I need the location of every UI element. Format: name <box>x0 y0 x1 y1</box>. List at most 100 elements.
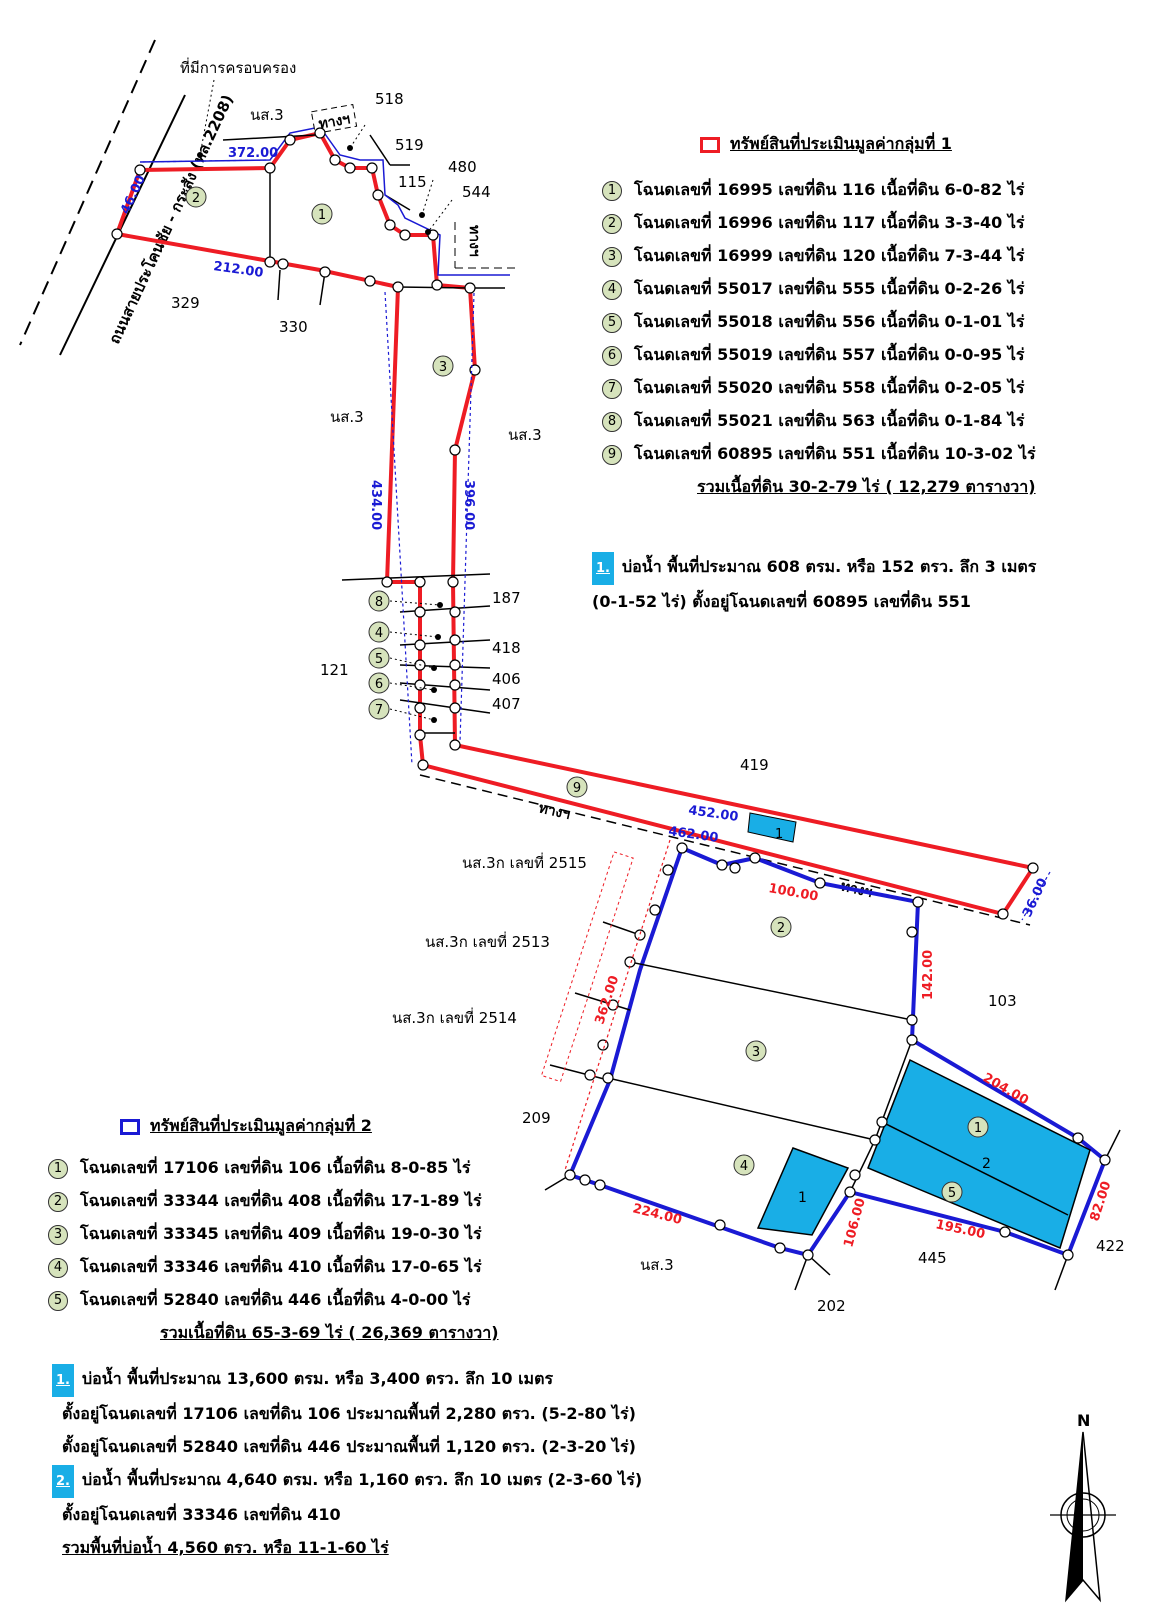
north-arrow-icon: N <box>1050 1411 1116 1603</box>
parcel-209: 209 <box>522 1109 551 1127</box>
svg-text:2: 2 <box>192 191 200 206</box>
parcel-187: 187 <box>492 589 521 607</box>
svg-text:3: 3 <box>439 360 447 375</box>
group2-boundary <box>567 845 1108 1258</box>
pond-number-badge: 1. <box>592 552 614 585</box>
dim-396: 396.00 <box>461 480 476 530</box>
legend-group1: ทรัพย์สินที่ประเมินมูลค่ากลุ่มที่ 1 <box>700 132 1120 157</box>
dim-434: 434.00 <box>368 480 383 530</box>
item-text: โฉนดเลขที่ 33344 เลขที่ดิน 408 เนื้อที่ด… <box>80 1191 482 1210</box>
item-text: โฉนดเลขที่ 16996 เลขที่ดิน 117 เนื้อที่ด… <box>634 213 1025 232</box>
svg-text:2: 2 <box>777 921 785 936</box>
svg-text:5: 5 <box>375 652 383 667</box>
road-edge-dashed <box>19 39 156 346</box>
list-item: 1 โฉนดเลขที่ 17106 เลขที่ดิน 106 เนื้อที่… <box>48 1152 568 1185</box>
item-text: โฉนดเลขที่ 55017 เลขที่ดิน 555 เนื้อที่ด… <box>634 279 1025 298</box>
item-text: โฉนดเลขที่ 55021 เลขที่ดิน 563 เนื้อที่ด… <box>634 411 1025 430</box>
parcel-519: 519 <box>395 136 424 154</box>
pond-line: ตั้งอยู่โฉนดเลขที่ 17106 เลขที่ดิน 106 ป… <box>62 1404 636 1423</box>
item-text: โฉนดเลขที่ 60895 เลขที่ดิน 551 เนื้อที่ด… <box>634 444 1036 463</box>
list-item: 4 โฉนดเลขที่ 55017 เลขที่ดิน 555 เนื้อที่… <box>602 273 1082 306</box>
svg-text:7: 7 <box>375 703 383 718</box>
list-item: 8 โฉนดเลขที่ 55021 เลขที่ดิน 563 เนื้อที่… <box>602 405 1082 438</box>
label-ns3k-2514: นส.3ก เลขที่ 2514 <box>392 1007 517 1027</box>
svg-text:4: 4 <box>375 626 383 641</box>
pond-line: ตั้งอยู่โฉนดเลขที่ 33346 เลขที่ดิน 410 <box>62 1505 341 1524</box>
dim-142: 142.00 <box>921 950 936 1000</box>
group2-total: รวมเนื้อที่ดิน 65-3-69 ไร่ ( 26,369 ตารา… <box>160 1323 499 1342</box>
legend-group1-title: ทรัพย์สินที่ประเมินมูลค่ากลุ่มที่ 1 <box>700 132 1120 157</box>
label-ns3k-2513: นส.3ก เลขที่ 2513 <box>425 931 550 951</box>
red-dash-box <box>540 851 634 1083</box>
pond-number-badge: 2. <box>52 1465 74 1498</box>
list-item: 5 โฉนดเลขที่ 55018 เลขที่ดิน 556 เนื้อที่… <box>602 306 1082 339</box>
legend-group2-title: ทรัพย์สินที่ประเมินมูลค่ากลุ่มที่ 2 <box>120 1114 480 1139</box>
badge-icon: 8 <box>602 411 622 432</box>
item-text: โฉนดเลขที่ 33346 เลขที่ดิน 410 เนื้อที่ด… <box>80 1257 482 1276</box>
parcel-419: 419 <box>740 756 769 774</box>
parcel-518: 518 <box>375 90 404 108</box>
dimension-arrows-blue <box>142 159 1051 921</box>
dim-100: 100.00 <box>767 881 819 904</box>
badge-icon: 7 <box>602 378 622 399</box>
badge-icon: 1 <box>48 1158 68 1179</box>
pond-line: บ่อน้ำ พื้นที่ประมาณ 4,640 ตรม. หรือ 1,1… <box>81 1470 643 1489</box>
pond-1-group1 <box>747 812 797 843</box>
group2-list: 1 โฉนดเลขที่ 17106 เลขที่ดิน 106 เนื้อที่… <box>48 1152 568 1350</box>
leader-dots <box>197 145 443 723</box>
parcel-badges: 2 1 3 8 4 5 6 7 9 2 3 4 1 5 <box>185 186 989 1203</box>
blue-box-icon <box>120 1118 140 1135</box>
group2-pond-notes: 1.บ่อน้ำ พื้นที่ประมาณ 13,600 ตรม. หรือ … <box>52 1362 732 1564</box>
dim-106: 106.00 <box>841 1197 868 1249</box>
parcel-406: 406 <box>492 670 521 688</box>
item-text: โฉนดเลขที่ 55018 เลขที่ดิน 556 เนื้อที่ด… <box>634 312 1025 331</box>
badge-icon: 4 <box>602 279 622 300</box>
dim-82: 82.00 <box>1088 1179 1115 1223</box>
parcel-418: 418 <box>492 639 521 657</box>
way-label-bottom: ทางฯ <box>537 800 572 823</box>
badge-icon: 2 <box>602 213 622 234</box>
dim-462: 462.00 <box>667 824 719 846</box>
pond-label: 2 <box>982 1156 991 1172</box>
svg-text:4: 4 <box>740 1159 748 1174</box>
svg-text:9: 9 <box>573 781 581 796</box>
pond-split <box>881 1121 1069 1216</box>
dimension-arrows-red <box>564 839 671 1171</box>
pond-line: ตั้งอยู่โฉนดเลขที่ 52840 เลขที่ดิน 446 ป… <box>62 1437 636 1456</box>
label-ns3: นส.3 <box>330 408 364 426</box>
red-box-icon <box>700 136 720 153</box>
pond-label: 1 <box>798 1190 807 1206</box>
badge-icon: 5 <box>48 1290 68 1311</box>
group1-title-text: ทรัพย์สินที่ประเมินมูลค่ากลุ่มที่ 1 <box>730 134 952 153</box>
boundary-markers <box>111 127 1111 1261</box>
pond-total: รวมพื้นที่บ่อน้ำ 4,560 ตรว. หรือ 11-1-60… <box>62 1538 389 1557</box>
parcel-103: 103 <box>988 992 1017 1010</box>
label-ns3k-2515: นส.3ก เลขที่ 2515 <box>462 852 587 872</box>
svg-text:1: 1 <box>318 208 326 223</box>
parcel-121: 121 <box>320 661 349 679</box>
badge-icon: 6 <box>602 345 622 366</box>
way-label-top: ทางฯ <box>317 111 351 132</box>
badge-icon: 5 <box>602 312 622 333</box>
parcel-115: 115 <box>398 173 427 191</box>
parcel-330: 330 <box>279 318 308 336</box>
group2-title-text: ทรัพย์สินที่ประเมินมูลค่ากลุ่มที่ 2 <box>150 1116 372 1135</box>
list-item: 2 โฉนดเลขที่ 16996 เลขที่ดิน 117 เนื้อที่… <box>602 207 1082 240</box>
item-text: โฉนดเลขที่ 17106 เลขที่ดิน 106 เนื้อที่ด… <box>80 1158 471 1177</box>
leader-lines <box>349 124 453 721</box>
pond-line: (0-1-52 ไร่) ตั้งอยู่โฉนดเลขที่ 60895 เล… <box>592 592 971 611</box>
way-dash-bottom <box>419 774 1031 926</box>
pond-number-badge: 1. <box>52 1364 74 1397</box>
parcel-480: 480 <box>448 158 477 176</box>
legend-group2: ทรัพย์สินที่ประเมินมูลค่ากลุ่มที่ 2 <box>120 1114 480 1139</box>
dim-212: 212.00 <box>212 259 264 281</box>
parcel-422: 422 <box>1096 1237 1125 1255</box>
dim-452: 452.00 <box>687 803 739 825</box>
